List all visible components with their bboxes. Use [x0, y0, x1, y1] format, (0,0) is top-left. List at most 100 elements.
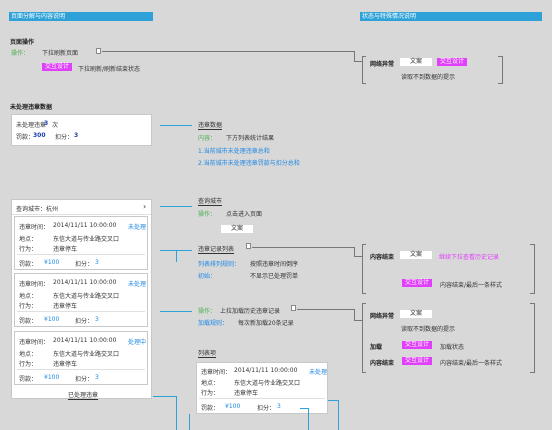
bottom-net-error-copy-button[interactable]: 文案 [400, 310, 432, 318]
record-status: 处理中 [128, 339, 147, 346]
page-ops-badge-text: 下拉刷新/刷新结束状态 [78, 66, 141, 73]
content-end-copy-button[interactable]: 文案 [400, 251, 432, 259]
group-bracket [534, 244, 535, 294]
query-city-label[interactable]: 查询城市：杭州 [16, 206, 59, 213]
item-fine: ¥100 [225, 403, 241, 410]
bottom-net-error-label: 网络异常 [370, 313, 395, 320]
group-bracket [362, 56, 363, 84]
record-time-label: 违章时间： [19, 224, 50, 231]
record-time-label: 违章时间： [19, 339, 50, 346]
bottom-content-end-text: 内容结束/最后一条样式 [440, 360, 503, 367]
record-status: 未处理 [128, 224, 147, 231]
page-ops-op-value: 下拉刷新页面 [42, 50, 79, 57]
violation-record-card[interactable]: 违章时间： 2014/11/11 10:00:00 未处理 地点： 东信大道与传… [14, 216, 148, 270]
unprocessed-fine-value: 300 [33, 132, 46, 139]
record-place-label: 地点： [19, 351, 38, 358]
connector-line [354, 61, 362, 62]
connector-line [189, 414, 190, 430]
record-fine: ¥100 [44, 374, 60, 381]
content-end-badge: 交互设计 [402, 279, 433, 287]
record-act-label: 行为： [19, 246, 38, 253]
connector-line [176, 396, 177, 430]
query-city-copy-button[interactable]: 文案 [221, 225, 253, 233]
net-error-copy-button[interactable]: 文案 [400, 58, 432, 66]
record-points-label: 扣分： [75, 261, 94, 268]
connector-line [354, 256, 362, 257]
bottom-content-end-badge: 交互设计 [402, 357, 433, 365]
record-act: 违章停车 [53, 361, 78, 368]
divider [17, 369, 145, 370]
record-fine: ¥100 [44, 316, 60, 323]
unprocessed-count-label: 未处理违章 [16, 122, 47, 129]
violation-record-card[interactable]: 违章时间： 2014/11/11 10:00:00 处理中 地点： 东信大道与传… [14, 331, 148, 385]
processed-violations-link[interactable]: 已处理违章 [68, 392, 99, 400]
record-points-label: 扣分： [75, 318, 94, 325]
right-section-header: 状态与特殊情况说明 [360, 12, 542, 21]
record-time: 2014/11/11 10:00:00 [53, 337, 117, 344]
record-place-label: 地点： [19, 236, 38, 243]
document-icon [246, 243, 251, 249]
sort-rule-value: 按照违章时间倒序 [250, 261, 299, 268]
record-act-label: 行为： [19, 361, 38, 368]
sort-rule-label: 列表排列规则： [198, 261, 241, 268]
record-time-label: 违章时间： [19, 281, 50, 288]
item-points-label: 扣分： [257, 405, 276, 412]
list-item-card[interactable]: 违章时间： 2014/11/11 10:00:00 未处理 地点： 东信大道与传… [196, 362, 328, 414]
violation-content-label: 内容： [198, 135, 217, 142]
record-place: 东信大道与传业路交叉口 [53, 293, 120, 300]
item-time-label: 违章时间： [201, 369, 232, 376]
item-act: 违章停车 [234, 390, 259, 397]
connector-line [338, 400, 339, 430]
record-fine-label: 罚款： [19, 318, 38, 325]
page-ops-badge: 交互设计 [42, 63, 73, 71]
record-points: 3 [95, 374, 99, 381]
init-label: 初始： [198, 273, 217, 280]
connector-line [160, 125, 192, 126]
page-ops-title: 页面操作 [10, 39, 35, 46]
connector-line [160, 311, 192, 312]
item-act-label: 行为： [201, 390, 220, 397]
record-fine: ¥100 [44, 259, 60, 266]
divider [17, 254, 145, 255]
loading-label: 加载 [370, 344, 383, 351]
record-list-title: 违章记录列表 [198, 246, 235, 254]
content-end-text: 继续下拉查看历史记录 [439, 254, 500, 261]
chevron-right-icon[interactable]: › [143, 202, 147, 211]
query-city-title: 查询城市 [198, 198, 223, 206]
connector-line [252, 247, 354, 248]
record-status: 未处理 [128, 281, 147, 288]
group-bracket [362, 303, 366, 304]
unprocessed-points-label: 扣分： [55, 134, 74, 141]
unprocessed-count-value: 3 [44, 120, 49, 127]
unprocessed-summary-card: 未处理违章 3 次 罚款： 300 扣分： 3 [11, 114, 152, 146]
net-error-badge: 交互设计 [437, 58, 468, 66]
connector-line [102, 51, 354, 52]
divider [199, 398, 325, 399]
violation-item-2: 2.当前城市未处理违章罚款与扣分总和 [198, 160, 300, 167]
group-bracket [362, 303, 363, 373]
connector-line [153, 396, 177, 397]
record-fine-label: 罚款： [19, 261, 38, 268]
connector-line [297, 309, 354, 310]
group-bracket [498, 56, 502, 57]
record-act: 违章停车 [53, 246, 78, 253]
unprocessed-points-value: 3 [74, 132, 79, 139]
connector-line [354, 309, 355, 320]
group-bracket [362, 56, 366, 57]
connector-line [300, 408, 309, 409]
record-place-label: 地点： [19, 293, 38, 300]
group-bracket [530, 293, 534, 294]
divider [12, 214, 151, 215]
record-act: 违章停车 [53, 303, 78, 310]
record-fine-label: 罚款： [19, 376, 38, 383]
record-act-label: 行为： [19, 303, 38, 310]
violation-record-card[interactable]: 违章时间： 2014/11/11 10:00:00 未处理 地点： 东信大道与传… [14, 273, 148, 327]
record-points: 3 [95, 259, 99, 266]
init-value: 不显示已处理罚单 [250, 273, 299, 280]
record-points: 3 [95, 316, 99, 323]
divider [17, 311, 145, 312]
item-place: 东信大道与传业路交叉口 [234, 380, 301, 387]
unprocessed-count-unit: 次 [52, 122, 59, 129]
violation-data-title: 违章数据 [198, 122, 223, 130]
group-bracket [534, 303, 535, 373]
